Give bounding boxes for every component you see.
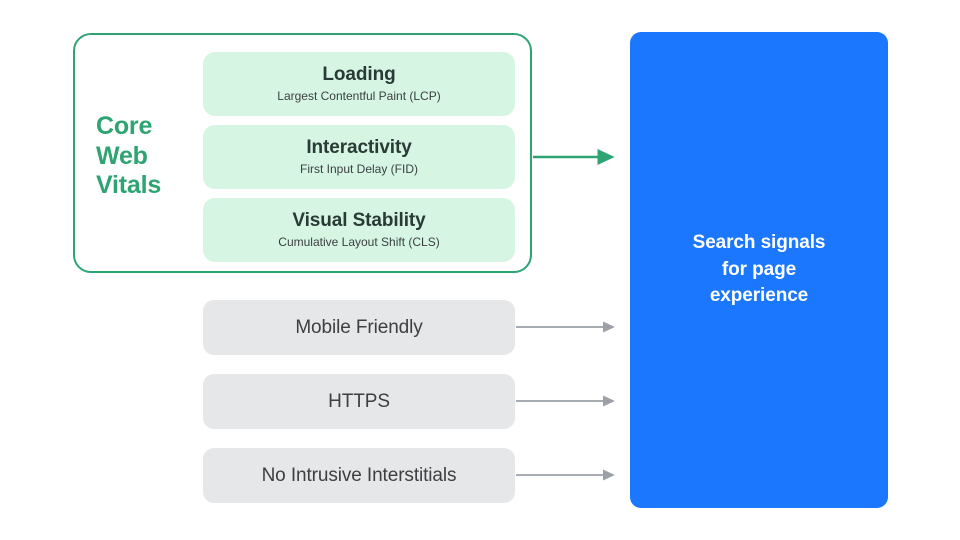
signal-card-https: HTTPS <box>203 374 515 429</box>
signal-card-label: No Intrusive Interstitials <box>261 464 457 486</box>
search-signals-label: Search signals for page experience <box>693 230 826 311</box>
vital-title: Visual Stability <box>292 209 426 231</box>
vital-title: Loading <box>322 63 396 85</box>
signal-card-label: HTTPS <box>328 390 390 412</box>
core-web-vitals-label-line-1: Core <box>96 112 153 140</box>
core-web-vitals-group-label: Core Web Vitals <box>96 112 192 201</box>
core-web-vitals-group <box>73 33 532 273</box>
signal-card-no-intrusive-interstitials: No Intrusive Interstitials <box>203 448 515 503</box>
search-signals-line-1: Search signals <box>692 231 826 253</box>
core-web-vitals-label-line-2: Web <box>96 141 148 170</box>
vital-subtitle: Cumulative Layout Shift (CLS) <box>278 234 440 249</box>
vital-subtitle: First Input Delay (FID) <box>299 161 419 176</box>
vital-card-interactivity: Interactivity First Input Delay (FID) <box>203 125 515 189</box>
search-signals-line-3: experience <box>709 285 809 307</box>
vital-title: Interactivity <box>306 136 412 158</box>
search-signals-line-2: for page <box>721 258 797 280</box>
signal-card-mobile-friendly: Mobile Friendly <box>203 300 515 355</box>
vital-subtitle: Largest Contentful Paint (LCP) <box>277 88 441 103</box>
signal-card-label: Mobile Friendly <box>295 316 423 338</box>
core-web-vitals-label-line-3: Vitals <box>96 171 162 199</box>
search-signals-box: Search signals for page experience <box>630 32 888 508</box>
vital-card-visual-stability: Visual Stability Cumulative Layout Shift… <box>203 198 515 262</box>
vital-card-loading: Loading Largest Contentful Paint (LCP) <box>203 52 515 116</box>
